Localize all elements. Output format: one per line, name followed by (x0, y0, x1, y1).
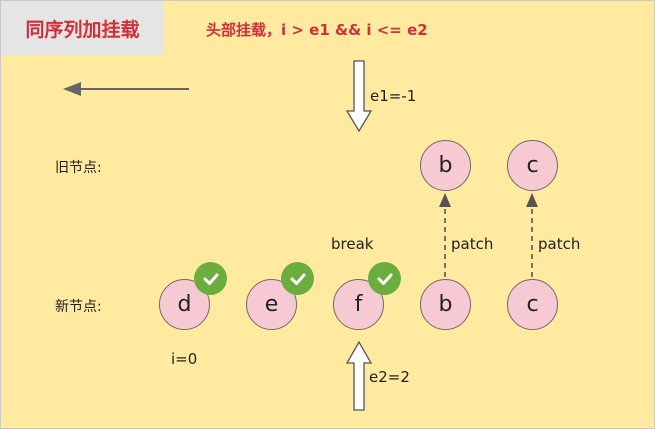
arrow-down-icon (345, 60, 373, 133)
i-label: i=0 (171, 350, 198, 368)
check-icon (281, 262, 314, 295)
diagram-subtitle: 头部挂载，i > e1 && i <= e2 (206, 21, 428, 39)
old-node-b: b (420, 140, 471, 191)
new-nodes-label: 新节点: (55, 299, 102, 315)
arrow-up-icon (345, 340, 373, 411)
new-node-c: c (507, 279, 558, 330)
old-node-c: c (507, 140, 558, 191)
check-icon (194, 262, 227, 295)
e2-label: e2=2 (369, 368, 410, 386)
old-nodes-label: 旧节点: (55, 160, 102, 176)
arrow-left-icon (63, 82, 189, 96)
patch-label-c: patch (538, 235, 581, 253)
new-node-f: f (333, 279, 384, 330)
patch-arrow-c (526, 193, 538, 277)
check-icon (368, 262, 401, 295)
patch-arrow-b (439, 193, 451, 277)
break-label: break (331, 235, 374, 253)
diagram-title: 同序列加挂载 (1, 1, 164, 55)
e1-label: e1=-1 (370, 87, 417, 105)
patch-label-b: patch (451, 235, 494, 253)
new-node-b: b (420, 279, 471, 330)
